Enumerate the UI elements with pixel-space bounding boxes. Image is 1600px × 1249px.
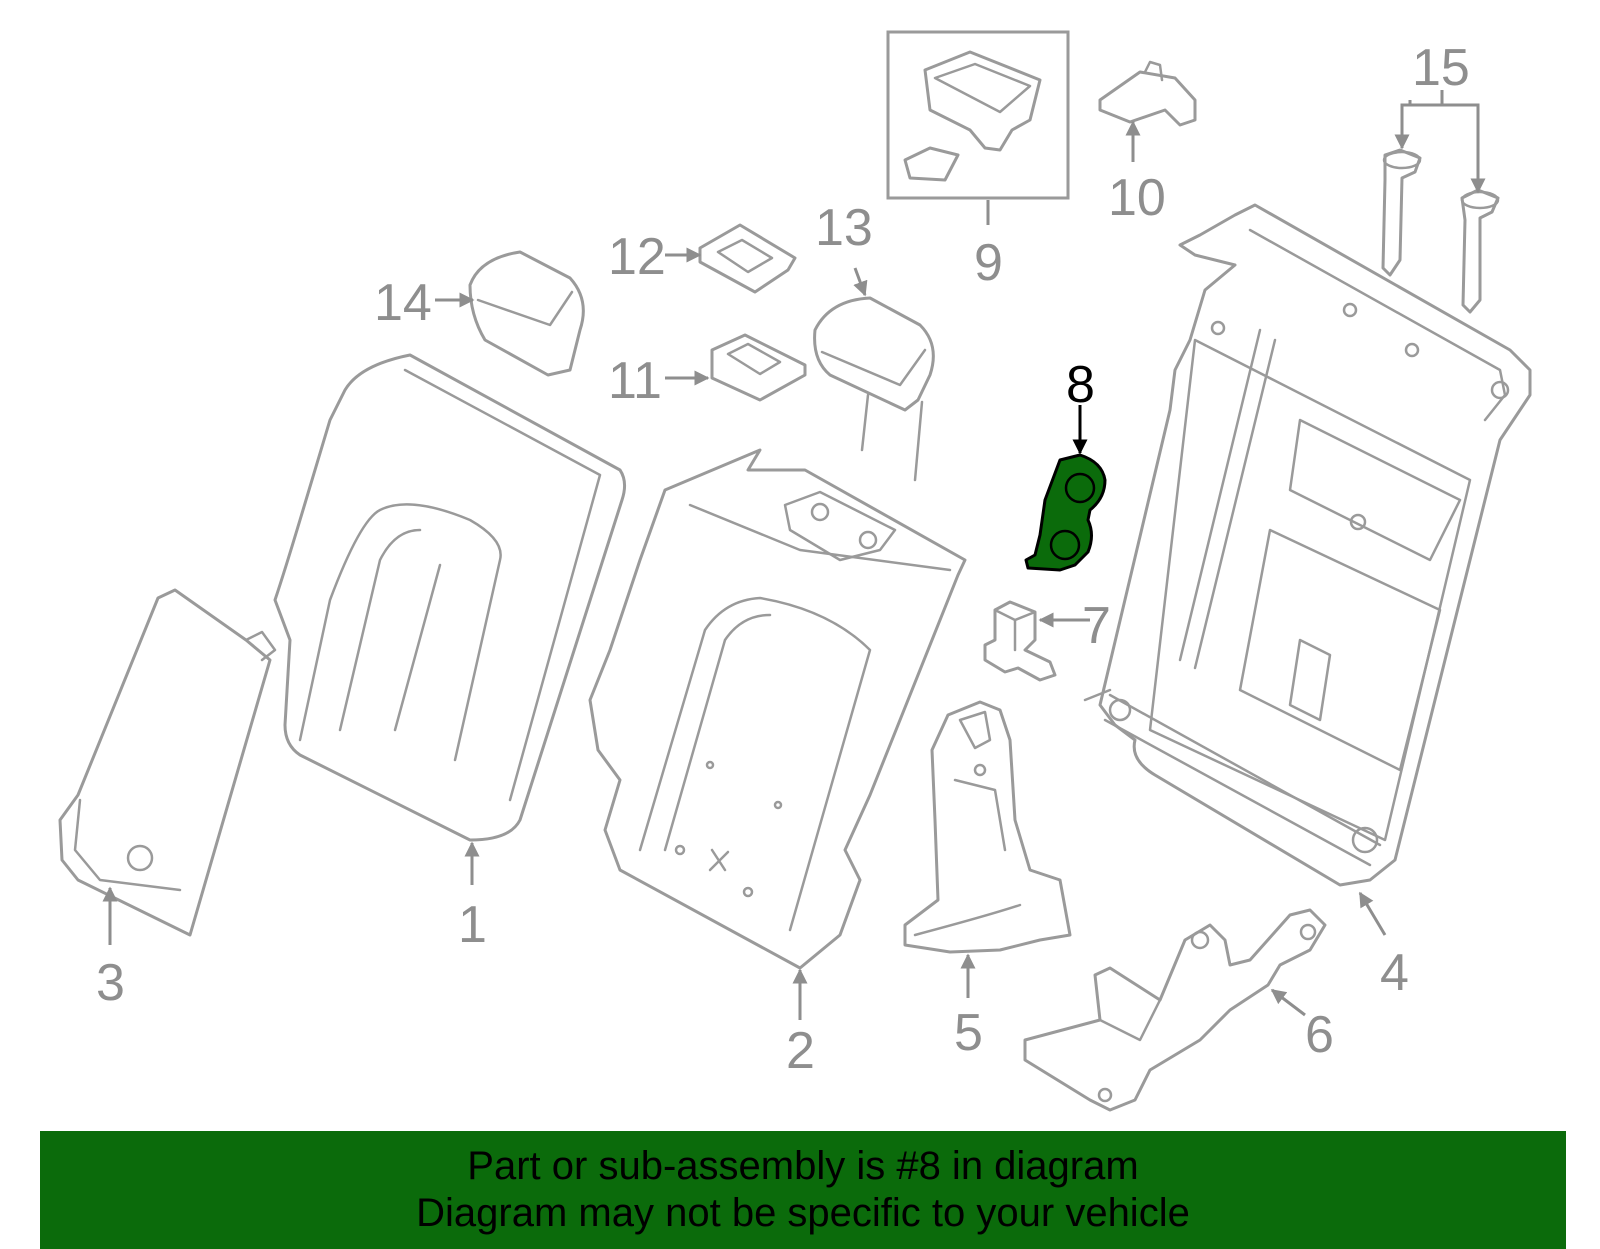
part-15-pins bbox=[1381, 148, 1500, 314]
banner-line-1: Part or sub-assembly is #8 in diagram bbox=[467, 1144, 1139, 1188]
part-9-bracket-box bbox=[886, 30, 1070, 200]
callout-2: 2 bbox=[786, 1022, 815, 1080]
part-6-hinge-bracket bbox=[1023, 908, 1327, 1112]
part-8-highlighted-bracket bbox=[1024, 453, 1107, 572]
part-3-side-trim bbox=[58, 588, 277, 937]
callout-6: 6 bbox=[1305, 1006, 1334, 1064]
part-12-bezel bbox=[698, 223, 797, 294]
callout-14: 14 bbox=[374, 274, 432, 332]
part-5-lower-bracket bbox=[903, 700, 1072, 954]
callout-9: 9 bbox=[974, 234, 1003, 292]
info-banner: Part or sub-assembly is #8 in diagram Di… bbox=[40, 1131, 1566, 1249]
callout-13: 13 bbox=[815, 199, 873, 257]
callout-15: 15 bbox=[1412, 39, 1470, 97]
part-4-seatback-frame bbox=[1083, 203, 1532, 887]
part-14-headrest bbox=[468, 250, 585, 377]
part-11-guide bbox=[710, 333, 807, 402]
callout-10: 10 bbox=[1108, 169, 1166, 227]
callout-7: 7 bbox=[1082, 597, 1111, 655]
part-1-seatback-cover bbox=[273, 353, 627, 842]
callout-8: 8 bbox=[1066, 356, 1095, 414]
callout-12: 12 bbox=[608, 228, 666, 286]
callout-4: 4 bbox=[1380, 944, 1409, 1002]
part-7-sensor bbox=[983, 600, 1057, 682]
part-13-headrest bbox=[813, 296, 935, 482]
leader-lines bbox=[102, 90, 1486, 1020]
part-10-clip bbox=[1098, 60, 1197, 127]
callout-11: 11 bbox=[608, 352, 662, 410]
banner-line-2: Diagram may not be specific to your vehi… bbox=[416, 1191, 1190, 1235]
part-2-rear-panel bbox=[588, 448, 967, 970]
callout-labels: 1 2 3 4 5 6 7 8 9 10 11 12 13 14 15 bbox=[96, 39, 1470, 1080]
callout-1: 1 bbox=[458, 896, 487, 954]
callout-5: 5 bbox=[954, 1004, 983, 1062]
callout-3: 3 bbox=[96, 954, 125, 1012]
